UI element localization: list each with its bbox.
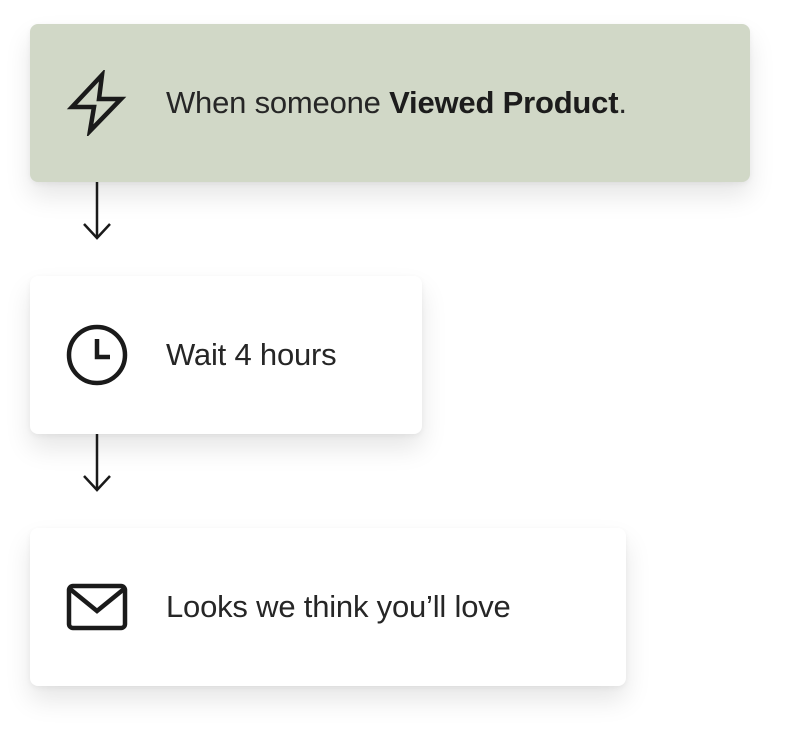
envelope-icon (64, 574, 130, 640)
down-arrow-icon (83, 434, 111, 492)
trigger-step-card[interactable]: When someone Viewed Product. (30, 24, 750, 182)
trigger-text-suffix: . (618, 85, 627, 120)
email-step-card[interactable]: Looks we think you’ll love (30, 528, 626, 686)
clock-icon (64, 322, 130, 388)
wait-step-label: Wait 4 hours (166, 337, 337, 372)
down-arrow-icon (83, 182, 111, 240)
wait-step-card[interactable]: Wait 4 hours (30, 276, 422, 434)
trigger-event-name: Viewed Product (389, 85, 619, 120)
trigger-step-label: When someone Viewed Product. (166, 85, 627, 121)
lightning-bolt-icon (64, 70, 130, 136)
email-step-label: Looks we think you’ll love (166, 589, 511, 624)
trigger-text-prefix: When someone (166, 85, 390, 120)
